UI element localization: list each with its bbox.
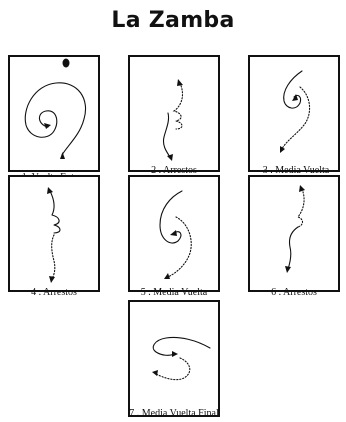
figure-7-caption: 7 . Media Vuelta Final — [118, 408, 230, 420]
dancer-marker-bottom — [60, 152, 65, 159]
figure-3-panel — [248, 55, 340, 172]
media-vuelta-path-dotted — [168, 217, 191, 277]
figure-2-path-drawing — [130, 57, 218, 170]
spiral-path-solid — [25, 83, 85, 155]
figure-4-path-drawing — [10, 177, 98, 290]
media-vuelta-final-arrowhead-end — [152, 370, 158, 376]
arresto-arrowhead-top — [299, 185, 305, 192]
arresto-arrowhead-bottom — [285, 266, 291, 273]
figure-7-path-drawing — [130, 302, 218, 415]
figure-1-panel — [8, 55, 100, 172]
figure-6-panel — [248, 175, 340, 292]
figure-5-path-drawing — [130, 177, 218, 290]
media-vuelta-arrowhead — [170, 230, 177, 236]
figure-6-caption: 6 . Arrestos — [248, 287, 340, 299]
media-vuelta-path-solid — [160, 191, 182, 243]
figure-4-panel — [8, 175, 100, 292]
dancer-marker-top — [63, 59, 70, 68]
arresto-path-solid — [50, 191, 60, 233]
figure-2-panel — [128, 55, 220, 172]
arresto-arrowhead-top — [47, 187, 53, 194]
figure-5-caption: 5 . Media Vuelta — [128, 287, 220, 299]
arresto-path-solid — [288, 227, 298, 269]
arresto-path-dotted — [174, 83, 182, 129]
arresto-arrowhead-bottom — [49, 276, 55, 283]
arresto-arrowhead-top — [177, 79, 183, 86]
media-vuelta-final-path-solid — [153, 337, 210, 355]
figure-1-path-drawing — [10, 57, 98, 170]
figure-7-panel — [128, 300, 220, 417]
media-vuelta-final-path-dotted — [156, 358, 190, 380]
figure-5-panel — [128, 175, 220, 292]
spiral-arrowhead — [44, 123, 51, 129]
arresto-arrowhead-bottom — [167, 154, 173, 161]
arresto-path-solid — [163, 113, 170, 157]
figure-6-path-drawing — [250, 177, 338, 290]
diagram-title: La Zamba — [0, 8, 346, 33]
figure-3-path-drawing — [250, 57, 338, 170]
figure-4-caption: 4 . Arrestos — [8, 287, 100, 299]
arresto-path-dotted — [298, 189, 304, 227]
media-vuelta-final-arrowhead — [172, 351, 178, 357]
arresto-path-dotted — [52, 235, 55, 279]
media-vuelta-path-solid — [284, 71, 302, 108]
